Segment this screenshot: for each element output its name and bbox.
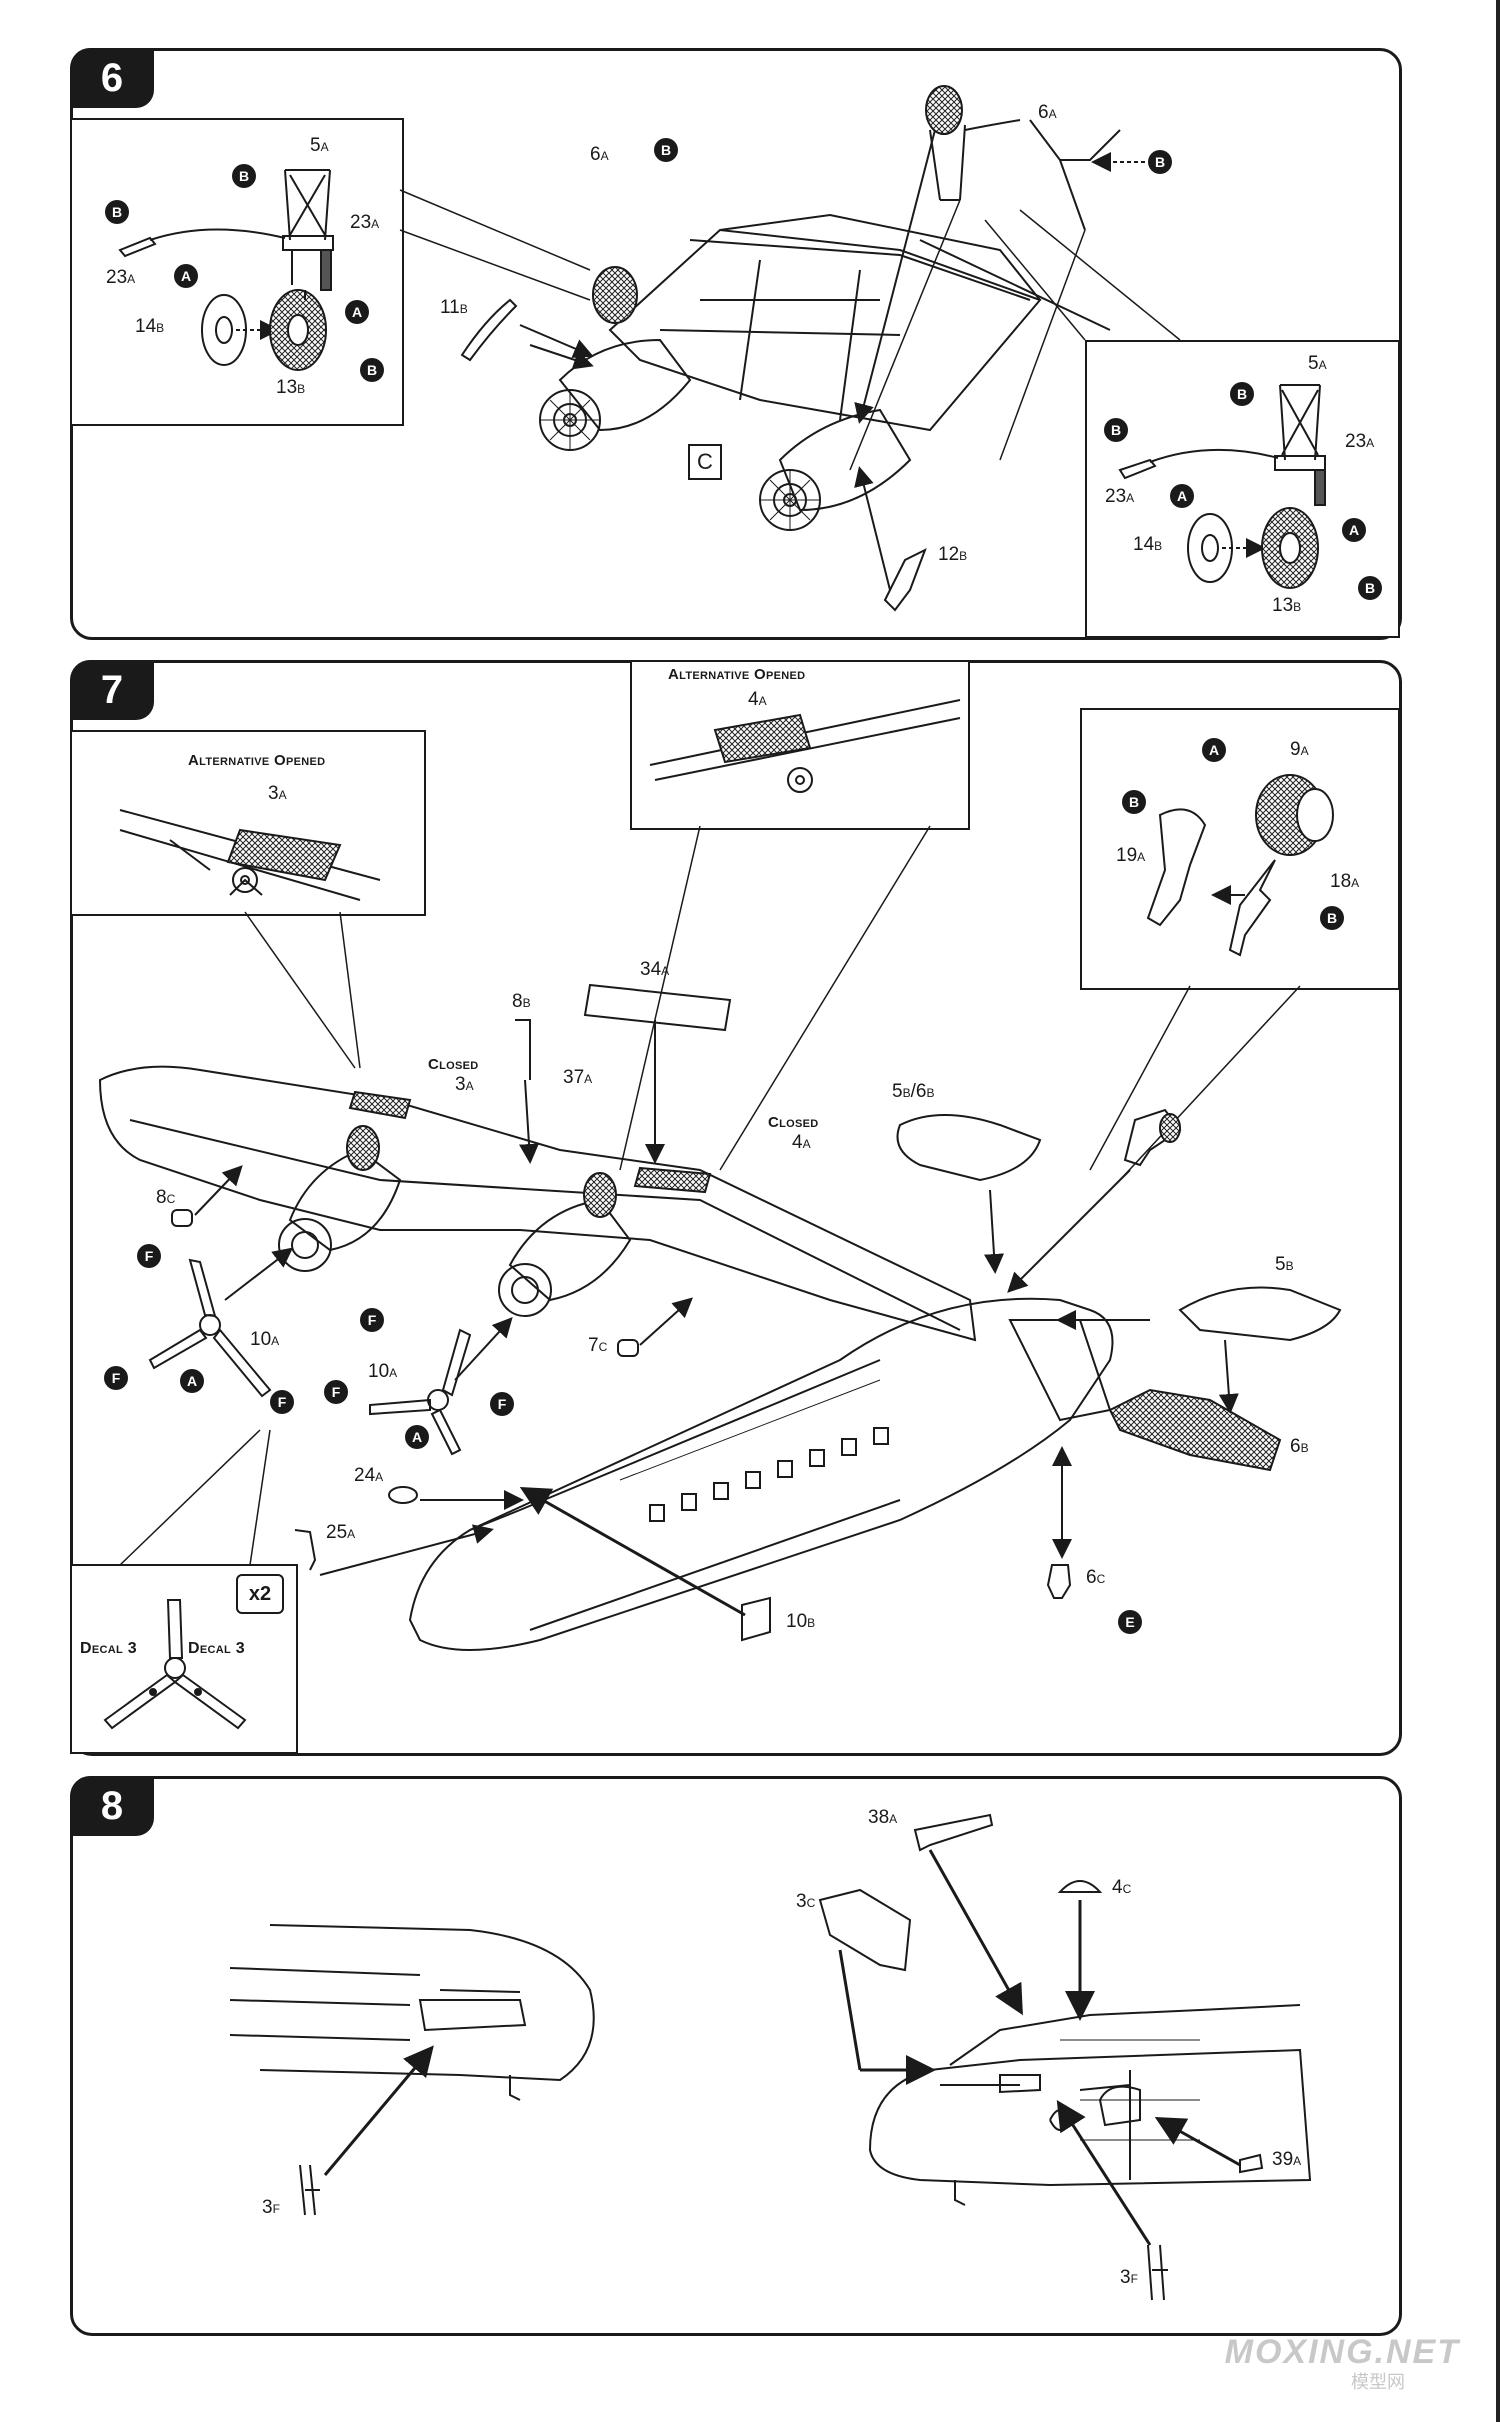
label-6c: 6C	[1086, 1567, 1106, 1588]
step-8-number: 8	[70, 1776, 154, 1836]
cabin-windows	[649, 1427, 889, 1522]
step-8-panel: 8	[70, 1776, 1402, 2336]
watermark-sub: 模型网	[1351, 2372, 1405, 2392]
label-23a: 23A	[350, 212, 380, 233]
code-a: A	[174, 264, 198, 288]
alternative-opened-title: Alternative Opened	[668, 666, 806, 683]
label-11b: 11B	[440, 297, 468, 318]
code-b: B	[360, 358, 384, 382]
step7-prop-right	[369, 1317, 513, 1456]
step6-top-right-gear	[849, 85, 1181, 471]
label-25a: 25A	[326, 1522, 356, 1543]
view-c-box: C	[688, 444, 722, 480]
quantity-x2-badge: x2	[236, 1574, 284, 1614]
label-6b: 6B	[1290, 1436, 1309, 1457]
closed-label: Closed	[768, 1114, 819, 1131]
closed-label: Closed	[428, 1056, 479, 1073]
label-8c: 8C	[156, 1187, 176, 1208]
label-34a: 34A	[640, 959, 670, 980]
code-a: A	[1342, 518, 1366, 542]
code-f: F	[104, 1366, 128, 1390]
decal-3-left: Decal 3	[80, 1640, 137, 1657]
code-f: F	[270, 1390, 294, 1414]
label-3f: 3F	[262, 2197, 280, 2218]
label-23a: 23A	[106, 267, 136, 288]
label-23a: 23A	[1345, 431, 1375, 452]
label-7c: 7C	[588, 1335, 608, 1356]
step7-aircraft	[98, 983, 1342, 1651]
step7-prop-left	[148, 1247, 294, 1398]
step6-right-gear	[1118, 384, 1326, 589]
code-b: B	[105, 200, 129, 224]
label-37a: 37A	[563, 1067, 593, 1088]
code-a: A	[345, 300, 369, 324]
code-a: A	[180, 1369, 204, 1393]
step7-prop-inset-drawing	[103, 1599, 247, 1730]
code-e: E	[1118, 1610, 1142, 1634]
label-24a: 24A	[354, 1465, 384, 1486]
label-19a: 19A	[1116, 845, 1146, 866]
step-7-number: 7	[70, 660, 154, 720]
code-b: B	[1104, 418, 1128, 442]
code-b: B	[1358, 576, 1382, 600]
label-39a: 39A	[1272, 2149, 1302, 2170]
step6-left-gear	[118, 169, 334, 371]
step8-left-nose	[229, 1924, 595, 2216]
step7-left-inset-drawing	[119, 809, 381, 1069]
label-4c: 4C	[1112, 1877, 1132, 1898]
code-f: F	[360, 1308, 384, 1332]
label-13b: 13B	[1272, 595, 1302, 616]
code-a: A	[1170, 484, 1194, 508]
code-a: A	[405, 1425, 429, 1449]
code-b: B	[1320, 906, 1344, 930]
label-5b: 5B	[1275, 1254, 1294, 1275]
code-b: B	[1122, 790, 1146, 814]
label-9a: 9A	[1290, 739, 1309, 760]
step-7-right-inset	[1080, 708, 1400, 990]
code-f: F	[137, 1244, 161, 1268]
label-3f: 3F	[1120, 2267, 1138, 2288]
alternative-opened-title: Alternative Opened	[188, 752, 326, 769]
step7-center-inset-drawing	[619, 699, 961, 1171]
page-edge	[1496, 0, 1500, 2422]
label-3a: 3A	[455, 1074, 474, 1095]
label-10a: 10A	[250, 1329, 280, 1350]
label-5a: 5A	[310, 135, 329, 156]
step-6-number: 6	[70, 48, 154, 108]
label-10a: 10A	[368, 1361, 398, 1382]
code-b: B	[232, 164, 256, 188]
label-14b: 14B	[1133, 534, 1163, 555]
label-3c: 3C	[796, 1891, 816, 1912]
watermark: MOXING.NET	[1224, 2333, 1460, 2371]
label-4a: 4A	[792, 1132, 811, 1153]
label-4a: 4A	[748, 689, 767, 710]
label-13b: 13B	[276, 377, 306, 398]
label-38a: 38A	[868, 1807, 898, 1828]
code-b: B	[1230, 382, 1254, 406]
code-b: B	[1148, 150, 1172, 174]
label-14b: 14B	[135, 316, 165, 337]
label-6a: 6A	[590, 144, 609, 165]
label-5a: 5A	[1308, 353, 1327, 374]
decal-3-right: Decal 3	[188, 1640, 245, 1657]
label-8b: 8B	[512, 991, 531, 1012]
step7-right-inset-drawing	[1089, 774, 1334, 1181]
code-b: B	[654, 138, 678, 162]
label-5b-6b: 5B/6B	[892, 1081, 935, 1102]
code-f: F	[324, 1380, 348, 1404]
step6-wing-assembly	[460, 129, 1111, 612]
label-12b: 12B	[938, 544, 968, 565]
step8-right-nose	[818, 1813, 1312, 2301]
label-23a: 23A	[1105, 486, 1135, 507]
label-10b: 10B	[786, 1611, 816, 1632]
label-18a: 18A	[1330, 871, 1360, 892]
label-3a: 3A	[268, 783, 287, 804]
code-a: A	[1202, 738, 1226, 762]
code-f: F	[490, 1392, 514, 1416]
label-6a: 6A	[1038, 102, 1057, 123]
